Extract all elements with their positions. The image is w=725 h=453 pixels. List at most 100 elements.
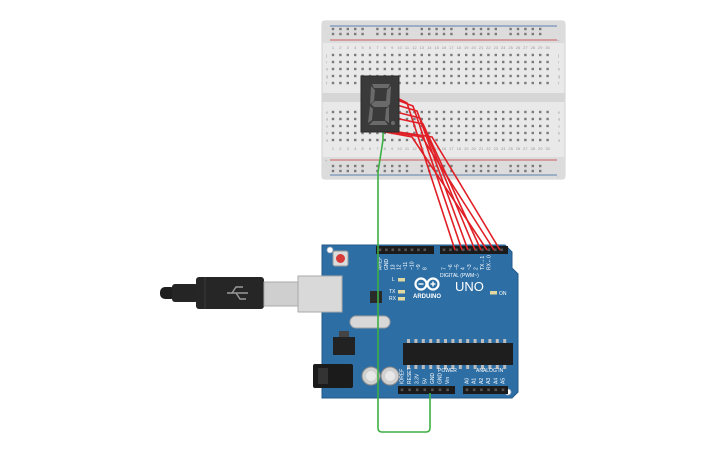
breadboard-hole[interactable] <box>405 138 409 142</box>
breadboard-hole[interactable] <box>420 60 423 64</box>
breadboard-hole[interactable] <box>524 110 527 114</box>
breadboard-hole[interactable] <box>354 138 357 142</box>
rail-hole[interactable] <box>398 169 401 173</box>
breadboard-hole[interactable] <box>472 60 475 64</box>
breadboard-hole[interactable] <box>516 74 520 78</box>
breadboard-hole[interactable] <box>531 110 534 114</box>
breadboard-hole[interactable] <box>339 74 342 78</box>
breadboard-hole[interactable] <box>479 74 483 78</box>
breadboard-hole[interactable] <box>531 74 534 78</box>
breadboard-hole[interactable] <box>442 131 446 135</box>
breadboard-hole[interactable] <box>442 110 446 114</box>
digital-pin-socket[interactable] <box>385 248 388 252</box>
red-wire[interactable] <box>396 99 463 251</box>
breadboard-hole[interactable] <box>450 138 453 142</box>
breadboard-hole[interactable] <box>487 60 490 64</box>
rail-hole[interactable] <box>376 164 379 168</box>
rail-hole[interactable] <box>383 32 386 36</box>
breadboard-hole[interactable] <box>457 131 460 135</box>
breadboard-hole[interactable] <box>331 81 335 85</box>
rail-hole[interactable] <box>339 27 342 31</box>
rail-hole[interactable] <box>361 164 364 168</box>
breadboard-hole[interactable] <box>346 74 349 78</box>
digital-pin-socket[interactable] <box>481 248 484 252</box>
breadboard-hole[interactable] <box>465 53 468 57</box>
rail-hole[interactable] <box>494 164 497 168</box>
usb-cable-icon[interactable] <box>160 275 343 313</box>
breadboard-hole[interactable] <box>502 74 505 78</box>
breadboard-hole[interactable] <box>354 131 357 135</box>
breadboard-hole[interactable] <box>435 67 438 71</box>
breadboard-hole[interactable] <box>479 131 483 135</box>
breadboard-hole[interactable] <box>346 110 349 114</box>
analog-pin-socket[interactable] <box>494 388 498 392</box>
rail-hole[interactable] <box>539 169 542 173</box>
breadboard-hole[interactable] <box>457 60 460 64</box>
breadboard-hole[interactable] <box>509 74 512 78</box>
rail-hole[interactable] <box>331 27 335 31</box>
breadboard-hole[interactable] <box>339 110 342 114</box>
breadboard-hole[interactable] <box>502 67 505 71</box>
breadboard-hole[interactable] <box>346 67 349 71</box>
breadboard-hole[interactable] <box>346 81 349 85</box>
breadboard-hole[interactable] <box>472 138 475 142</box>
digital-pin-sockets[interactable] <box>378 248 503 252</box>
breadboard-hole[interactable] <box>354 67 357 71</box>
rail-hole[interactable] <box>509 164 512 168</box>
breadboard-hole[interactable] <box>516 67 520 71</box>
breadboard-hole[interactable] <box>494 74 497 78</box>
breadboard-hole[interactable] <box>516 117 520 121</box>
breadboard-hole[interactable] <box>368 53 372 57</box>
red-wire[interactable] <box>395 111 476 251</box>
rail-hole[interactable] <box>383 169 386 173</box>
breadboard-hole[interactable] <box>420 53 423 57</box>
rail-hole[interactable] <box>383 164 386 168</box>
breadboard-hole[interactable] <box>339 138 342 142</box>
breadboard-hole[interactable] <box>435 138 438 142</box>
breadboard-hole[interactable] <box>502 110 505 114</box>
breadboard-hole[interactable] <box>472 117 475 121</box>
breadboard-hole[interactable] <box>502 81 505 85</box>
breadboard-hole[interactable] <box>546 74 549 78</box>
breadboard-hole[interactable] <box>354 124 357 128</box>
breadboard-hole[interactable] <box>472 124 475 128</box>
breadboard-hole[interactable] <box>539 53 542 57</box>
breadboard-hole[interactable] <box>450 53 453 57</box>
breadboard-hole[interactable] <box>413 74 416 78</box>
rail-hole[interactable] <box>509 32 512 36</box>
breadboard-hole[interactable] <box>420 138 423 142</box>
breadboard-hole[interactable] <box>398 110 401 114</box>
rail-hole[interactable] <box>516 169 520 173</box>
breadboard-hole[interactable] <box>354 117 357 121</box>
rail-hole[interactable] <box>465 164 468 168</box>
breadboard-hole[interactable] <box>539 110 542 114</box>
breadboard-hole[interactable] <box>546 81 549 85</box>
digital-pin-socket[interactable] <box>500 248 503 252</box>
breadboard-hole[interactable] <box>413 60 416 64</box>
digital-pin-socket[interactable] <box>455 248 459 252</box>
breadboard-hole[interactable] <box>331 60 335 64</box>
rail-hole[interactable] <box>420 32 423 36</box>
breadboard-hole[interactable] <box>487 110 490 114</box>
rail-hole[interactable] <box>346 169 349 173</box>
breadboard-hole[interactable] <box>361 131 364 135</box>
breadboard-hole[interactable] <box>383 53 386 57</box>
breadboard-hole[interactable] <box>391 138 394 142</box>
breadboard-hole[interactable] <box>383 138 386 142</box>
rail-hole[interactable] <box>346 32 349 36</box>
breadboard-hole[interactable] <box>346 124 349 128</box>
breadboard-hole[interactable] <box>376 138 379 142</box>
breadboard-hole[interactable] <box>487 138 490 142</box>
breadboard-hole[interactable] <box>531 131 534 135</box>
breadboard-hole[interactable] <box>435 53 438 57</box>
rail-hole[interactable] <box>539 27 542 31</box>
breadboard-hole[interactable] <box>487 124 490 128</box>
breadboard-hole[interactable] <box>331 53 335 57</box>
breadboard-hole[interactable] <box>539 138 542 142</box>
rail-hole[interactable] <box>354 27 357 31</box>
breadboard-hole[interactable] <box>450 60 453 64</box>
breadboard-hole[interactable] <box>539 81 542 85</box>
breadboard-hole[interactable] <box>376 53 379 57</box>
rail-hole[interactable] <box>346 27 349 31</box>
rail-hole[interactable] <box>391 27 394 31</box>
